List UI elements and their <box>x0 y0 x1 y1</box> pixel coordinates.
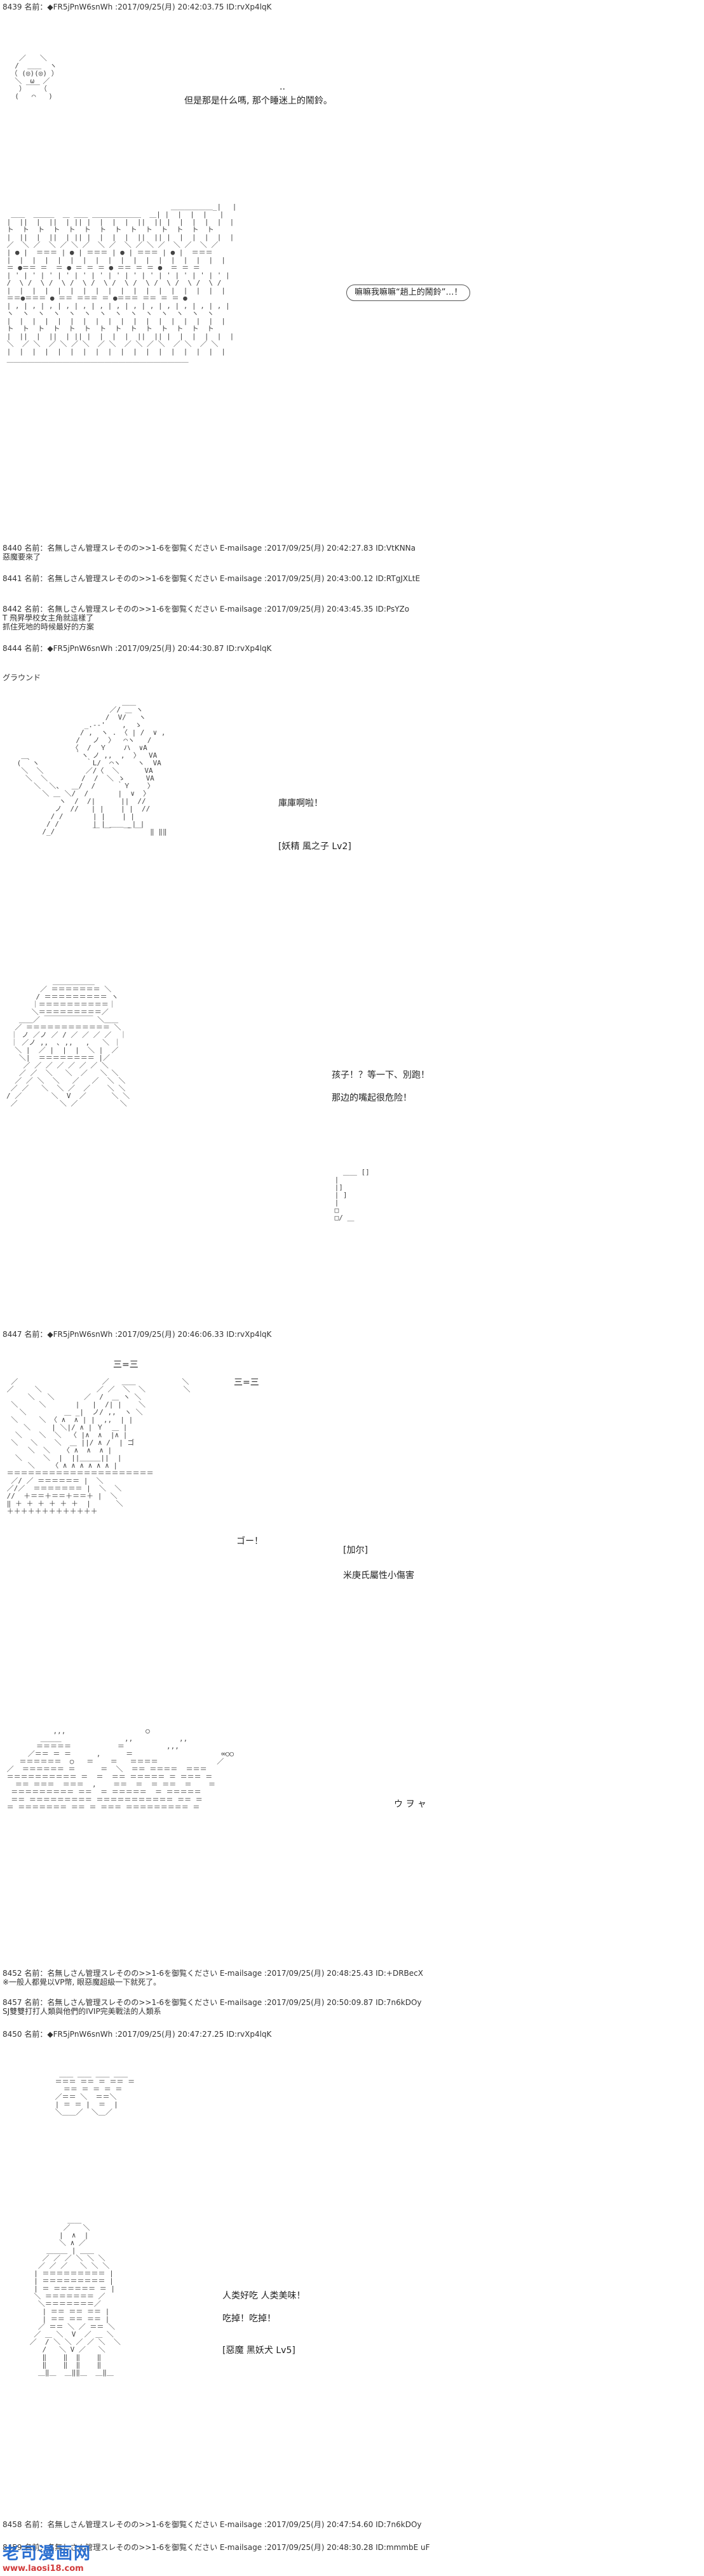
post-header: 8440 名前：名無しさん管理スレそのの>>1-6を御覧ください E-mails… <box>3 544 416 553</box>
ascii-art-charging-figure: ／ ／ ＿＿ ＼ ／ ＼ ／ ／ ＼ ＼ ＼ ＼ ＼ ／ / ＿ ヽ ＼ ＼ ＼… <box>6 1378 191 1515</box>
post-header: 8442 名前：名無しさん管理スレそのの>>1-6を御覧ください E-mails… <box>3 605 410 614</box>
dialogue-line: [惡魔 黑妖犬 Lv5] <box>222 2345 295 2356</box>
ascii-art-small-creature: ＿＿ ＿＿ ＿＿ ＿＿ ＝＝＝ ＝＝ ＝ ＝＝ ＝ ＝＝ ＝ ＝ ＝ ＝ ／＝＝… <box>55 2070 135 2116</box>
ascii-art-fairy: ＿＿ ／/ ＿ ヽ / V/ ヽ _.-‐' , ゝ / , ヽ . 〈 | /… <box>17 699 167 836</box>
dialogue-line: 孩子！？等一下、別跑！ <box>332 1070 430 1080</box>
dialogue-line: 那边的嘴起很危险！ <box>332 1093 412 1103</box>
post-header: 8441 名前：名無しさん管理スレそのの>>1-6を御覧ください E-mails… <box>3 574 421 583</box>
dialogue-line: [加尔] <box>343 1545 368 1555</box>
post-body: ※一般人都覺以VP幣, 眼惡魔超級一下就死了。 <box>3 1978 161 1987</box>
dialogue-line: 人类好吃 人类美味！ <box>222 2291 306 2301</box>
ascii-art-hatted-figure: ＿＿＿＿＿＿ ／ ＝＝＝＝＝＝＝ ＼ / ＝＝＝＝＝＝＝＝＝ ヽ ｜＝＝＝＝＝＝… <box>6 978 130 1108</box>
post-body: SJ雙雙打打人類與他們的IVIP完美戰法的人類系 <box>3 2007 161 2016</box>
post-header: 8459 名前：名無しさん管理スレそのの>>1-6を御覧ください E-mails… <box>3 2543 430 2552</box>
site-watermark: 老司漫画网 www.laosi18.com <box>3 2540 91 2573</box>
dialogue-line: 吃掉！吃掉！ <box>222 2314 276 2324</box>
ascii-art-beast: ＿＿ ／ ＼ | ∧ | ＼ ∧ ／ ＿＿＿ | ＿＿ ／ ／ ／ ＼ ＼ ＼ … <box>29 2217 121 2377</box>
post-body: 惡魔要來了 <box>3 553 41 561</box>
post-header: 8439 名前：◆FR5jPnW6snWh :2017/09/25(月) 20:… <box>3 3 272 11</box>
dialogue-line: [妖精 風之子 Lv2] <box>278 842 351 852</box>
post-body: グラウンド <box>3 673 41 682</box>
ascii-art-creature: ／￣￣＼ / ＿＿ ヽ （ (◎)(◎) ） ＼ ω ／ ）￣￣（ ( ⌒ ) <box>10 55 58 100</box>
post-header: 8447 名前：◆FR5jPnW6snWh :2017/09/25(月) 20:… <box>3 1330 272 1339</box>
post-header: 8457 名前：名無しさん管理スレそのの>>1-6を御覧ください E-mails… <box>3 1998 422 2007</box>
post-body: T 飛昇學校女主角就這樣了 <box>3 614 94 622</box>
dialogue-line: 米庚氏屬性小傷害 <box>343 1571 414 1581</box>
sound-effect: ウ ヲ ャ <box>394 1799 426 1809</box>
post-header: 8450 名前：◆FR5jPnW6snWh :2017/09/25(月) 20:… <box>3 2030 272 2039</box>
post-header: 8444 名前：◆FR5jPnW6snWh :2017/09/25(月) 20:… <box>3 644 272 653</box>
ascii-art-scattered-debris: ,,, ○ ＿＿＿ ,, ,, ＝＝＝＝＝ ＝ ,,, ／＝＝ ＝ ＝ , ＝ … <box>6 1727 234 1811</box>
post-body: 抓住死地的時候最好的方案 <box>3 622 95 631</box>
ascii-art-glyph: ＿＿ [] | |] | ] | □ □/ ＿ <box>334 1169 370 1222</box>
dialogue-line: 但是那是什么嗎, 那个睡迷上的鬧鈴。 <box>184 96 332 106</box>
post-header: 8458 名前：名無しさん管理スレそのの>>1-6を御覧ください E-mails… <box>3 2520 422 2529</box>
post-header: 8452 名前：名無しさん管理スレそのの>>1-6を御覧ください E-mails… <box>3 1969 423 1978</box>
sound-effect: ゴー！ <box>236 1536 263 1546</box>
speech-bubble: 嘛嘛我嘛嘛“趟上的鬧鈴”…！ <box>346 285 471 301</box>
dialogue-line: 庫庫啊啦！ <box>278 798 323 808</box>
watermark-title: 老司漫画网 <box>3 2544 92 2563</box>
dialogue-line: .. <box>280 82 285 92</box>
ascii-art-crowd: ＿＿＿＿＿＿_| ￣| ＿＿ ＿＿＿ ＿ ＿＿ ＿＿＿＿＿＿＿ ＿| | | |… <box>6 203 237 363</box>
sound-effect: 三=三 <box>234 1378 259 1388</box>
sound-effect: 三=三 <box>113 1360 139 1370</box>
watermark-url: www.laosi18.com <box>3 2564 84 2573</box>
